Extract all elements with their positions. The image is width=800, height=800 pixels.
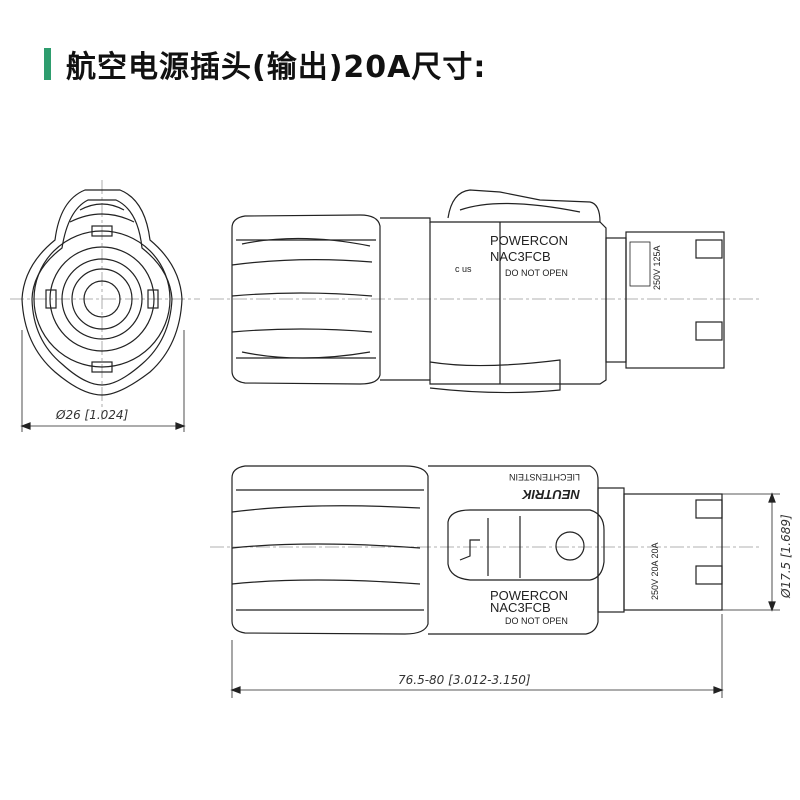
side-rating-bottom: 250V 20A 20A bbox=[650, 542, 660, 600]
warning-label-top: DO NOT OPEN bbox=[505, 268, 568, 278]
brand-label-bottom: POWERCON bbox=[490, 588, 568, 603]
front-view bbox=[10, 180, 200, 432]
warning-label-bottom: DO NOT OPEN bbox=[505, 616, 568, 626]
brand-label-top: POWERCON bbox=[490, 233, 568, 248]
title-accent-bar bbox=[44, 48, 51, 80]
side-view-top bbox=[210, 189, 760, 394]
side-view-bottom bbox=[210, 465, 780, 698]
side-rating-top: 250V 125A bbox=[652, 245, 662, 290]
model-label-bottom: NAC3FCB bbox=[490, 600, 551, 615]
ul-mark-top: c us bbox=[455, 264, 472, 274]
maker-label-small: LIECHTENSTEIN bbox=[509, 472, 580, 482]
dimension-diameter: Ø26 [1.024] bbox=[55, 408, 129, 422]
model-label-top: NAC3FCB bbox=[490, 249, 551, 264]
maker-label-big: NEUTRIK bbox=[521, 487, 580, 502]
dimension-length: 76.5-80 [3.012-3.150] bbox=[398, 673, 531, 687]
page-title: 航空电源插头(输出)20A尺寸: bbox=[66, 50, 487, 85]
dimension-height: Ø17.5 [1.689] bbox=[779, 514, 793, 599]
